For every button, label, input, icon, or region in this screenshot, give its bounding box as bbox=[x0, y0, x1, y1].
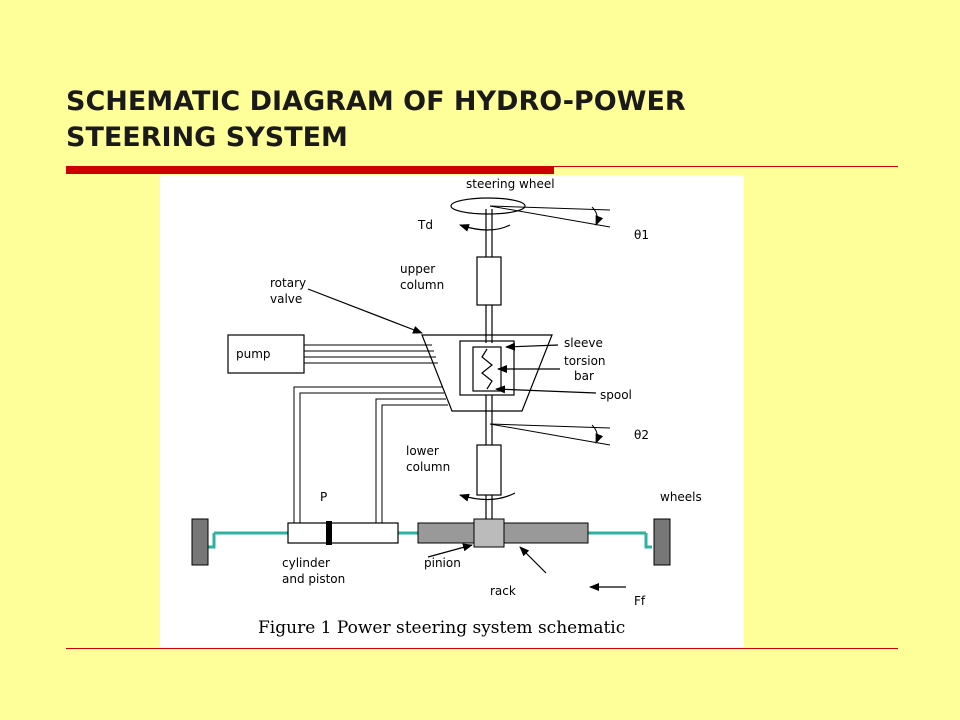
label-rotary-valve-1: rotary bbox=[270, 276, 306, 290]
figure-caption: Figure 1 Power steering system schematic bbox=[258, 618, 625, 638]
rotary-valve-callout bbox=[307, 288, 423, 334]
upper-column-block bbox=[476, 256, 502, 306]
label-torsion-bar-2: bar bbox=[574, 369, 594, 383]
slide-title-line-1: SCHEMATIC DIAGRAM OF HYDRO-POWER bbox=[66, 86, 686, 117]
label-pump: pump bbox=[236, 347, 271, 361]
rack-callout bbox=[519, 546, 547, 574]
label-upper-column-2: column bbox=[400, 278, 444, 292]
schematic-figure: steering wheel Td θ1 upper column rotary… bbox=[160, 175, 744, 647]
schematic-svg: steering wheel Td θ1 upper column rotary… bbox=[191, 177, 702, 638]
label-wheels: wheels bbox=[660, 490, 702, 504]
label-p: P bbox=[320, 490, 327, 504]
title-underline-thick bbox=[66, 166, 554, 174]
slide-title-line-2: STEERING SYSTEM bbox=[66, 122, 348, 153]
label-sleeve: sleeve bbox=[564, 336, 603, 350]
label-cylinder-piston-1: cylinder bbox=[282, 556, 330, 570]
pinion-callout bbox=[427, 543, 473, 558]
theta2-ref-line-2 bbox=[489, 423, 611, 429]
slide-title: SCHEMATIC DIAGRAM OF HYDRO-POWER STEERIN… bbox=[66, 84, 886, 156]
pinion-block bbox=[473, 518, 505, 548]
label-pinion: pinion bbox=[424, 556, 461, 570]
title-underline-thin bbox=[554, 166, 898, 167]
bottom-rule bbox=[66, 648, 898, 649]
steering-wheel-shape bbox=[450, 197, 526, 215]
torsion-bar-spring bbox=[481, 348, 493, 390]
cylinder-body bbox=[287, 522, 399, 544]
label-theta1: θ1 bbox=[634, 228, 649, 242]
label-lower-column-1: lower bbox=[406, 444, 439, 458]
label-td: Td bbox=[417, 218, 433, 232]
pump-block bbox=[227, 334, 305, 374]
lower-column-block bbox=[476, 444, 502, 496]
label-rotary-valve-2: valve bbox=[270, 292, 302, 306]
label-theta2: θ2 bbox=[634, 428, 649, 442]
rotary-valve-body bbox=[421, 334, 553, 412]
sleeve-callout bbox=[505, 342, 559, 351]
theta1-ref-line bbox=[489, 205, 611, 228]
spool-callout bbox=[495, 385, 597, 394]
label-spool: spool bbox=[600, 388, 632, 402]
theta1-arrow bbox=[591, 206, 604, 226]
label-steering-wheel: steering wheel bbox=[466, 177, 555, 191]
theta1-ref-line-2 bbox=[489, 205, 611, 211]
label-cylinder-piston-2: and piston bbox=[282, 572, 345, 586]
label-ff: Ff bbox=[634, 594, 646, 608]
piston bbox=[326, 521, 332, 545]
td-arrow bbox=[459, 224, 511, 232]
label-torsion-bar-1: torsion bbox=[564, 354, 606, 368]
right-wheel bbox=[653, 518, 671, 566]
valve-sleeve bbox=[459, 340, 515, 396]
theta2-ref-line bbox=[489, 423, 611, 446]
label-lower-column-2: column bbox=[406, 460, 450, 474]
label-upper-column-1: upper bbox=[400, 262, 435, 276]
lower-rotation-arrow bbox=[459, 492, 516, 502]
label-rack: rack bbox=[490, 584, 516, 598]
left-wheel bbox=[191, 518, 209, 566]
theta2-arrow bbox=[591, 424, 604, 444]
